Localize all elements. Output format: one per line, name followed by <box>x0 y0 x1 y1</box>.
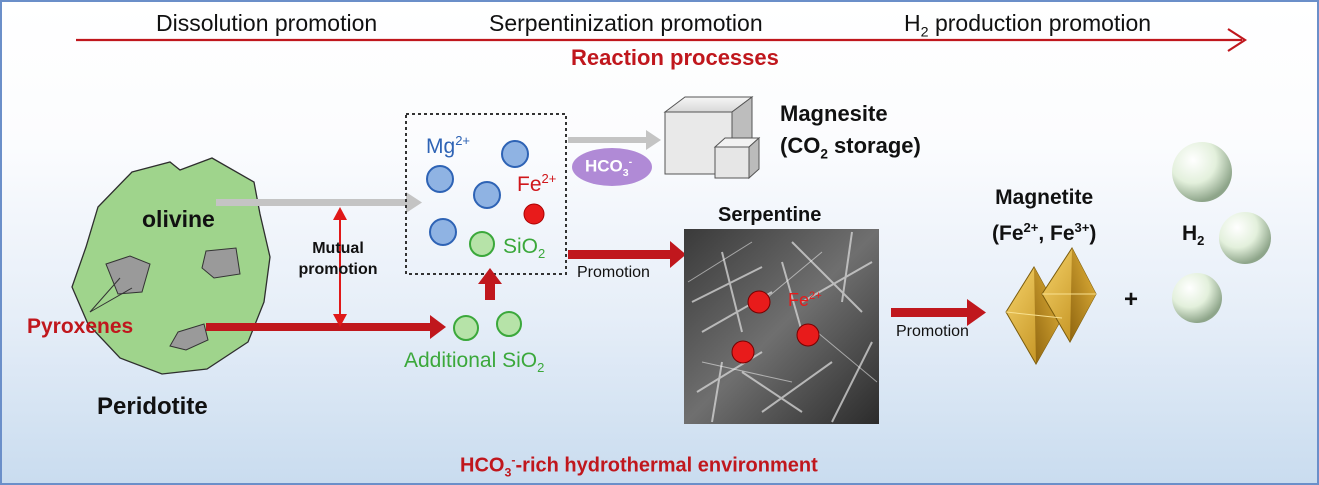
additional-sio2-label: Additional SiO2 <box>404 349 545 376</box>
mutual-promotion-arrow <box>333 207 347 327</box>
h2-spheres <box>1172 142 1271 323</box>
magnesite-cubes <box>663 96 761 180</box>
promotion-label-1: Promotion <box>577 264 650 281</box>
sio2-up-arrow <box>478 268 502 300</box>
box-to-magnesite-arrow <box>568 130 661 150</box>
serpentine-label: Serpentine <box>718 204 822 226</box>
olivine-to-ions-arrow <box>216 192 422 213</box>
serpentine-fe-label: Fe2+ <box>788 290 822 310</box>
peridotite-rock <box>71 157 271 375</box>
process-label: Reaction processes <box>571 45 779 70</box>
plus-sign: + <box>1124 286 1139 313</box>
peridotite-label: Peridotite <box>97 393 208 420</box>
magnetite-crystals <box>1005 247 1097 366</box>
magnetite-label: Magnetite (Fe2+, Fe3+) <box>992 186 1097 245</box>
reaction-process-arrow <box>76 28 1248 52</box>
serpentine-image <box>684 229 879 424</box>
ion-box <box>405 113 567 275</box>
h2-label: H2 <box>1182 222 1205 249</box>
magnesite-label: Magnesite (CO2 storage) <box>780 101 921 162</box>
sio2-label: SiO2 <box>503 235 546 262</box>
fe-ion-label: Fe2+ <box>517 171 557 196</box>
serpentine-to-magnetite-arrow <box>891 299 986 326</box>
olivine-label: olivine <box>142 206 215 232</box>
mutual-promotion-label: Mutual promotion <box>298 240 378 278</box>
stage-h2-production: H2 production promotion <box>904 10 1152 41</box>
box-to-serpentine-arrow <box>568 241 686 268</box>
mg-ion-label: Mg2+ <box>426 133 471 158</box>
pyroxenes-label: Pyroxenes <box>27 315 134 338</box>
environment-label: HCO3--rich hydrothermal environment <box>460 453 818 480</box>
pyroxenes-to-sio2-arrow <box>206 315 446 339</box>
ion-circles <box>426 140 545 257</box>
stage-serpentinization: Serpentinization promotion <box>489 10 763 36</box>
stage-dissolution: Dissolution promotion <box>156 10 378 36</box>
promotion-label-2: Promotion <box>896 323 969 340</box>
bicarbonate-ellipse <box>572 148 652 186</box>
bicarbonate-label: HCO3- <box>585 156 633 180</box>
